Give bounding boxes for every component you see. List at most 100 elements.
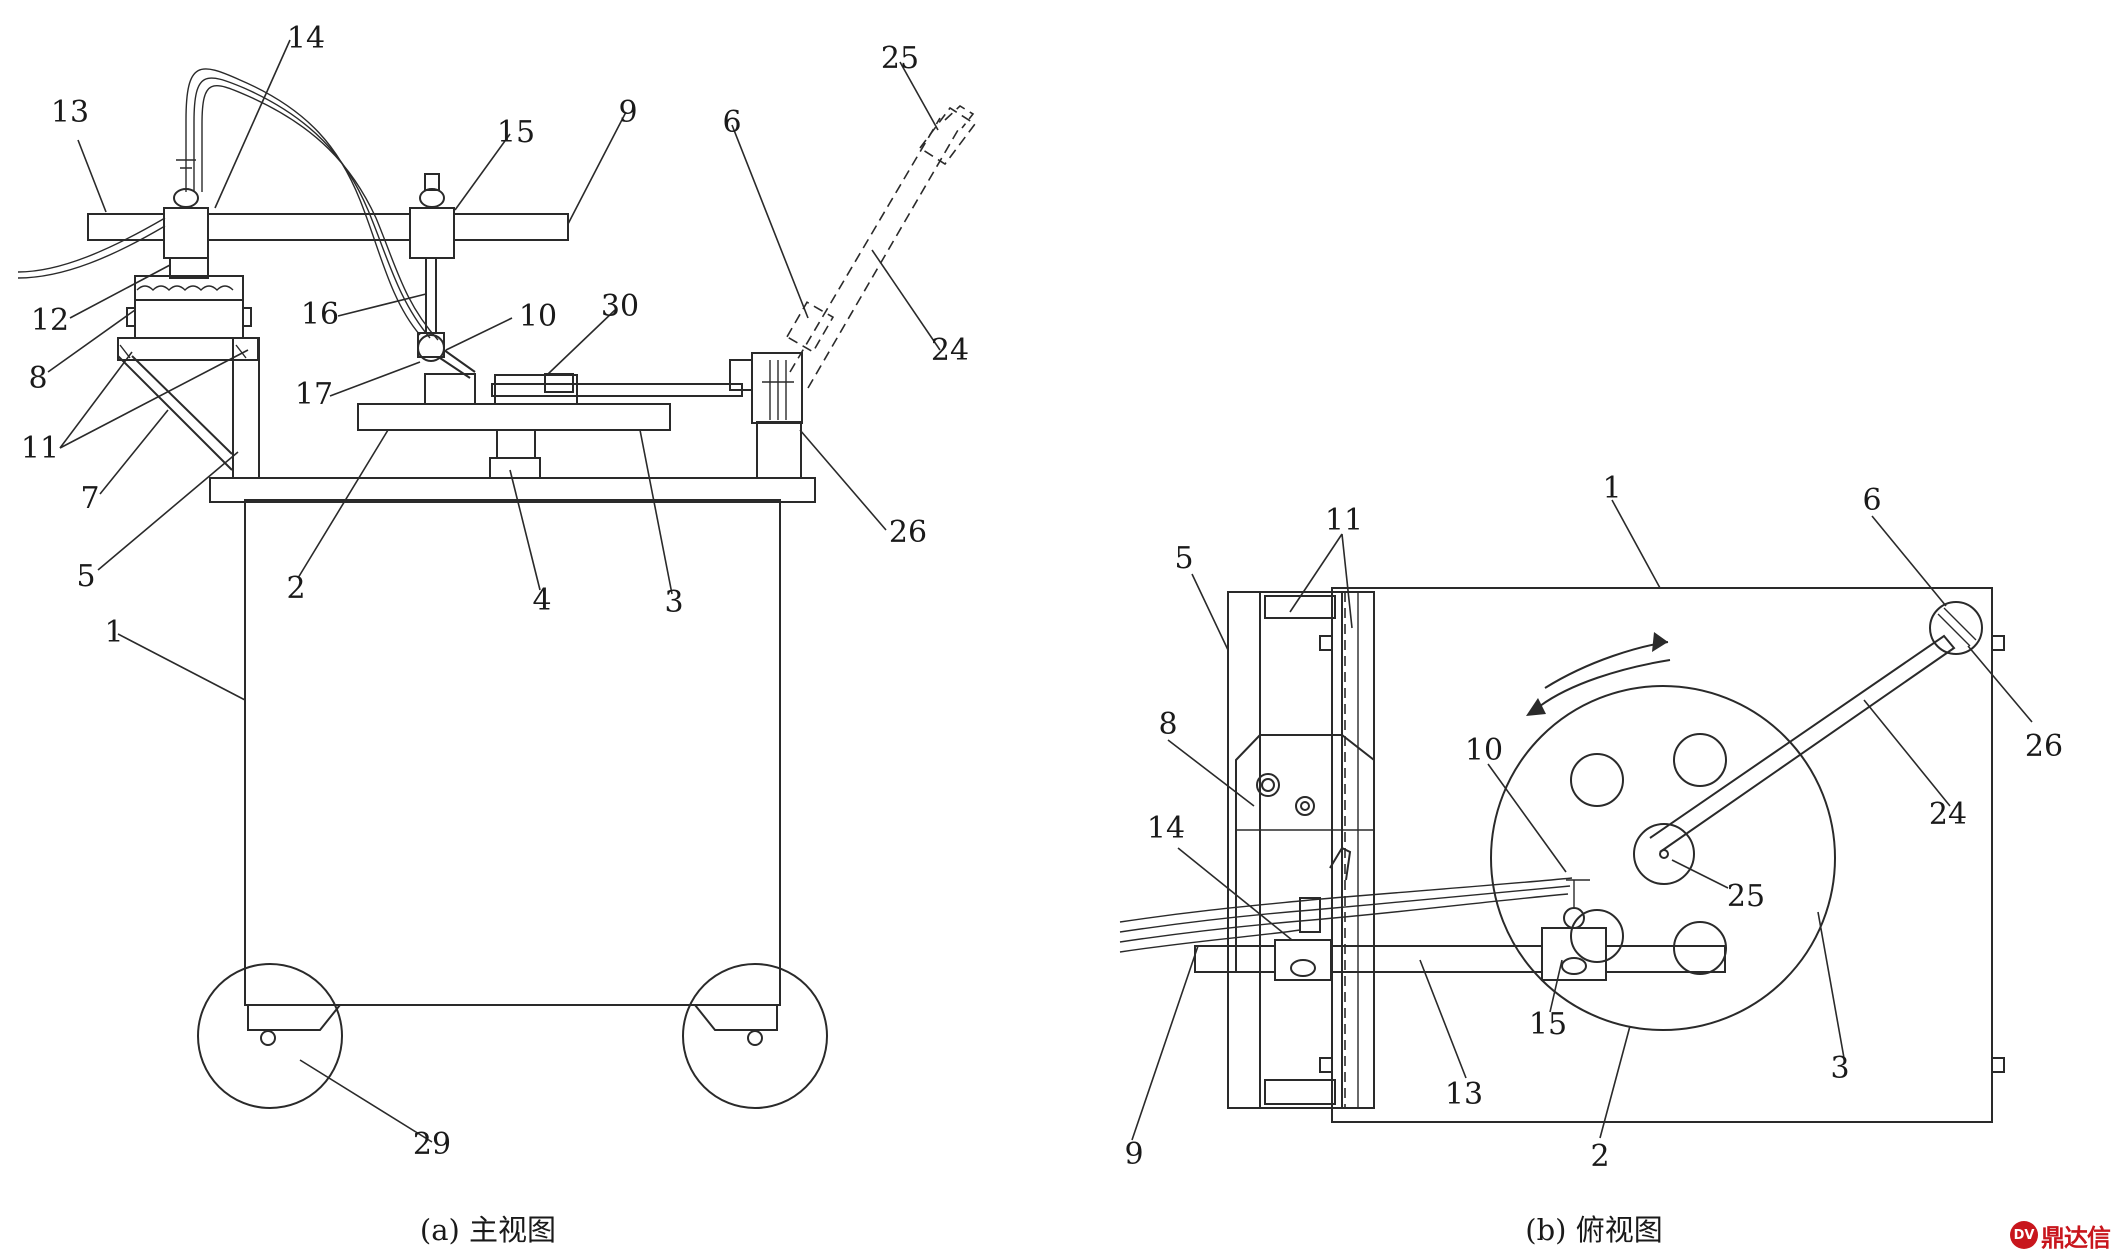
top-rail-end-2 (1264, 595, 1336, 619)
top-rail-end-1 (1264, 1079, 1336, 1105)
top-label-10: 10 (1465, 733, 1503, 768)
leader-11a (59, 351, 133, 449)
clamp-block-wave (136, 285, 234, 291)
clamp-screw-left (126, 307, 136, 327)
horizontal-bar (87, 213, 569, 241)
top-torch-stem (1566, 879, 1590, 908)
hinge-detail (762, 360, 794, 420)
top-label-13: 13 (1445, 1077, 1483, 1112)
leader-12 (69, 264, 171, 319)
leader-8 (47, 309, 136, 373)
rotation-arrow-cw (1544, 641, 1669, 689)
right-post-26 (756, 421, 802, 479)
top-view: 1 11 5 6 26 24 8 10 14 25 3 15 13 9 2 (b… (1119, 471, 2063, 1247)
top-leader-25 (1671, 859, 1729, 889)
diagonal-brace-inner (131, 355, 233, 455)
label-13: 13 (51, 95, 89, 130)
leader-3 (639, 429, 673, 595)
rotary-table (357, 403, 671, 431)
top-label-15: 15 (1529, 1007, 1567, 1042)
hose-knob (176, 159, 196, 169)
top-tab-4 (1319, 1057, 1333, 1073)
top-leader-24 (1863, 699, 1951, 807)
leader-30 (547, 309, 616, 375)
leader-13 (77, 139, 107, 213)
workpiece (424, 373, 476, 405)
clamp-screw-right (242, 307, 252, 327)
top-leader-1 (1611, 499, 1661, 589)
rail-plate-triangles (119, 344, 247, 359)
caption-front: (a) 主视图 (420, 1213, 556, 1247)
leader-15 (454, 133, 511, 211)
top-hose-4 (1119, 929, 1301, 953)
top-label-25: 25 (1727, 879, 1765, 914)
top-hose-1 (1119, 877, 1573, 923)
top-handle-25 (1633, 823, 1695, 885)
top-bolt-2-inner (1300, 801, 1310, 811)
label-26: 26 (889, 515, 927, 550)
leader-10 (445, 317, 513, 351)
handle-25 (918, 106, 977, 166)
cabinet-body (244, 499, 781, 1006)
top-hole-1 (1570, 753, 1624, 807)
top-hinge-26-detail (1937, 607, 1977, 647)
top-label-9: 9 (1124, 1137, 1143, 1172)
leader-5 (97, 451, 239, 571)
top-slider-8 (1235, 734, 1375, 973)
label-6: 6 (722, 105, 741, 140)
top-arm-24 (1649, 634, 1956, 853)
label-15: 15 (497, 115, 535, 150)
logo-badge-icon: DV (2010, 1221, 2038, 1249)
top-label-8: 8 (1158, 707, 1177, 742)
clamp-15 (409, 207, 455, 259)
label-1: 1 (104, 615, 123, 650)
top-leader-14 (1177, 847, 1293, 941)
logo-text: 鼎达信 (2041, 1223, 2111, 1252)
arm-24-b (789, 117, 941, 373)
leader-26 (799, 429, 887, 531)
diagonal-brace (117, 355, 233, 471)
top-clamp-14-knob (1290, 959, 1316, 977)
label-8: 8 (28, 361, 47, 396)
top-leader-3 (1817, 911, 1845, 1059)
right-post-hinge (729, 359, 753, 391)
top-hose-2 (1119, 885, 1571, 933)
label-4: 4 (532, 583, 551, 618)
wheel-right (682, 963, 828, 1109)
turntable-shaft (496, 429, 536, 459)
vertical-rod-16 (425, 257, 437, 334)
arm-24-base (785, 301, 835, 353)
publisher-logo: DV 鼎达信 (2010, 1218, 2111, 1252)
caption-top: (b) 俯视图 (1525, 1213, 1662, 1247)
leader-9 (567, 111, 627, 225)
label-30: 30 (601, 289, 639, 324)
top-cabinet (1331, 587, 1993, 1123)
top-handle-25-pin (1659, 849, 1669, 859)
rotation-arrow-ccw-head (1526, 698, 1546, 716)
top-leader-9 (1131, 945, 1199, 1141)
clamp-block (134, 299, 244, 339)
top-leader-13 (1419, 959, 1467, 1079)
top-label-3: 3 (1830, 1051, 1849, 1086)
label-3: 3 (664, 585, 683, 620)
top-hole-3 (1673, 921, 1727, 975)
label-16: 16 (301, 297, 339, 332)
top-clip (1329, 846, 1352, 881)
top-leader-15 (1549, 959, 1563, 1013)
wheel-left (197, 963, 343, 1109)
clamp-14 (163, 207, 209, 259)
leader-2 (297, 429, 389, 579)
top-turntable (1490, 685, 1836, 1031)
top-leader-11b (1341, 533, 1353, 629)
leader-25 (899, 61, 939, 131)
clamp-block-upper (134, 275, 244, 301)
rotation-arrow-ccw (1539, 659, 1671, 707)
top-rail-frame (1227, 591, 1375, 1109)
turntable-base (489, 457, 541, 479)
top-clamp-15 (1541, 927, 1607, 981)
top-bolt-2 (1295, 796, 1315, 816)
top-leader-26 (1967, 645, 2033, 723)
fixture-30-rail (491, 383, 743, 397)
top-label-5: 5 (1174, 541, 1193, 576)
leader-29 (299, 1059, 433, 1143)
